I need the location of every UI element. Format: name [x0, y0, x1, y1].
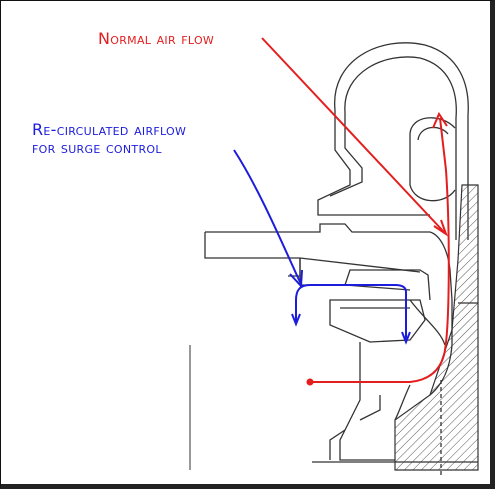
recirculated-airflow-label: Re-circulated airflow for surge control — [32, 121, 186, 157]
recirculated-airflow-path — [233, 149, 411, 345]
normal-airflow-label: Normal air flow — [98, 29, 215, 48]
recirculated-airflow-label-line2: for surge control — [32, 138, 162, 157]
recirculated-airflow-label-line1: Re-circulated airflow — [32, 120, 187, 139]
normal-airflow-path — [261, 37, 450, 386]
volute-housing — [317, 42, 469, 240]
